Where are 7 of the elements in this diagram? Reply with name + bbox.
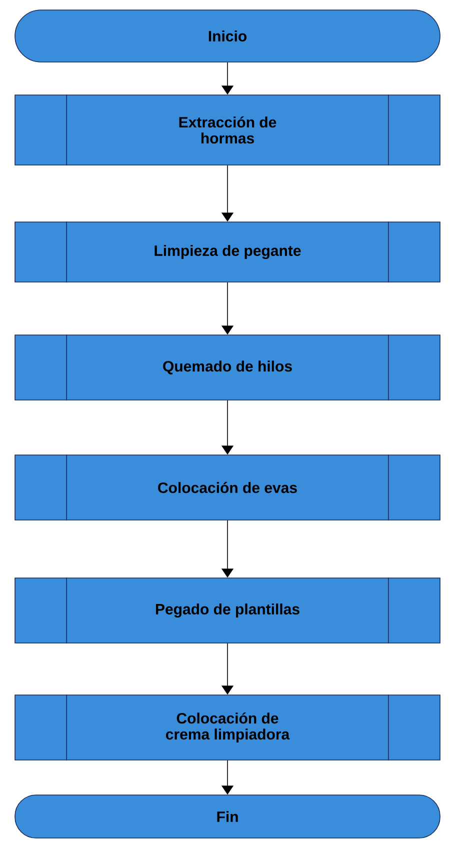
process-box: Pegado de plantillas <box>14 577 440 644</box>
process-box: Quemado de hilos <box>14 334 440 401</box>
process-box: Colocación de crema limpiadora <box>14 694 440 761</box>
process-box: Extracción de hormas <box>14 94 440 166</box>
terminal-oval: Fin <box>14 794 440 838</box>
process-box: Limpieza de pegante <box>14 221 440 283</box>
process-box: Colocación de evas <box>14 454 440 521</box>
